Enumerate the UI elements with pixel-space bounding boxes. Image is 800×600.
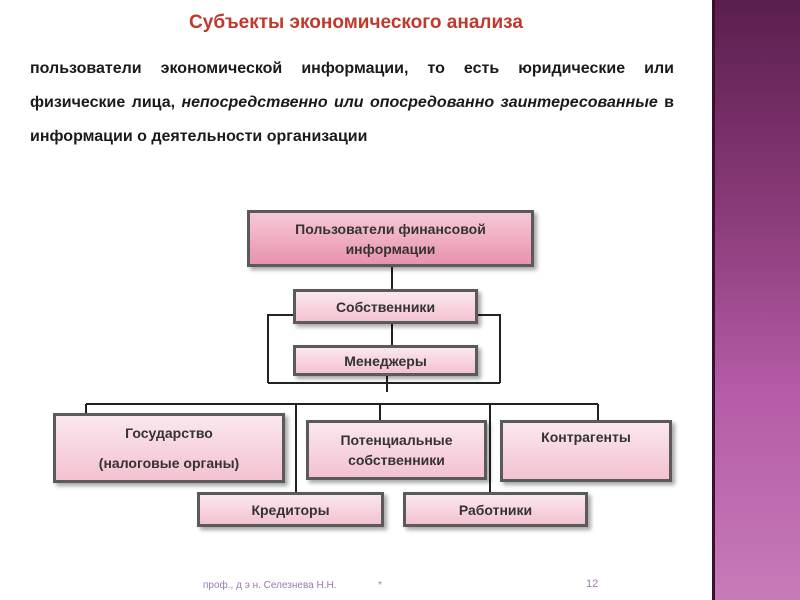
node-managers-label: Менеджеры [344, 352, 427, 369]
node-workers: Работники [403, 492, 588, 527]
footer-author: проф., д э н. Селезнева Н.Н. [203, 580, 337, 591]
node-creditors-label: Кредиторы [251, 501, 330, 518]
connector-lines [85, 265, 599, 493]
footer-marker: * [378, 580, 382, 591]
definition-text: пользователи экономической информации, т… [30, 52, 674, 154]
node-state: Государство (налоговые органы) [53, 413, 285, 483]
node-potential-line2: собственники [348, 452, 445, 468]
node-financial-users-label: Пользователи финансовой информации [295, 220, 486, 257]
bracket-left [267, 314, 293, 383]
node-contractors-label: Контрагенты [541, 429, 631, 445]
definition-part2: в информации о деятельности организации [30, 94, 674, 145]
slide-title: Субъекты экономического анализа [189, 12, 523, 33]
node-potential-owners: Потенциальные собственники [306, 420, 487, 480]
node-workers-label: Работники [458, 501, 533, 518]
node-creditors: Кредиторы [197, 492, 384, 527]
node-state-line1: Государство [125, 425, 213, 441]
node-financial-users: Пользователи финансовой информации [247, 210, 534, 267]
page-number: 12 [586, 578, 599, 590]
node-contractors: Контрагенты [500, 420, 672, 482]
node-state-line2: (налоговые органы) [98, 455, 240, 471]
decorative-sidebar [712, 0, 800, 600]
definition-part1: пользователи экономической информации, т… [30, 60, 674, 111]
bracket-right [478, 314, 501, 383]
node-potential-line1: Потенциальные [340, 432, 453, 448]
node-owners: Собственники [293, 289, 478, 324]
node-managers: Менеджеры [293, 345, 478, 376]
definition-italic: непосредственно или опосредованно заинте… [181, 94, 658, 111]
node-owners-label: Собственники [335, 298, 436, 315]
